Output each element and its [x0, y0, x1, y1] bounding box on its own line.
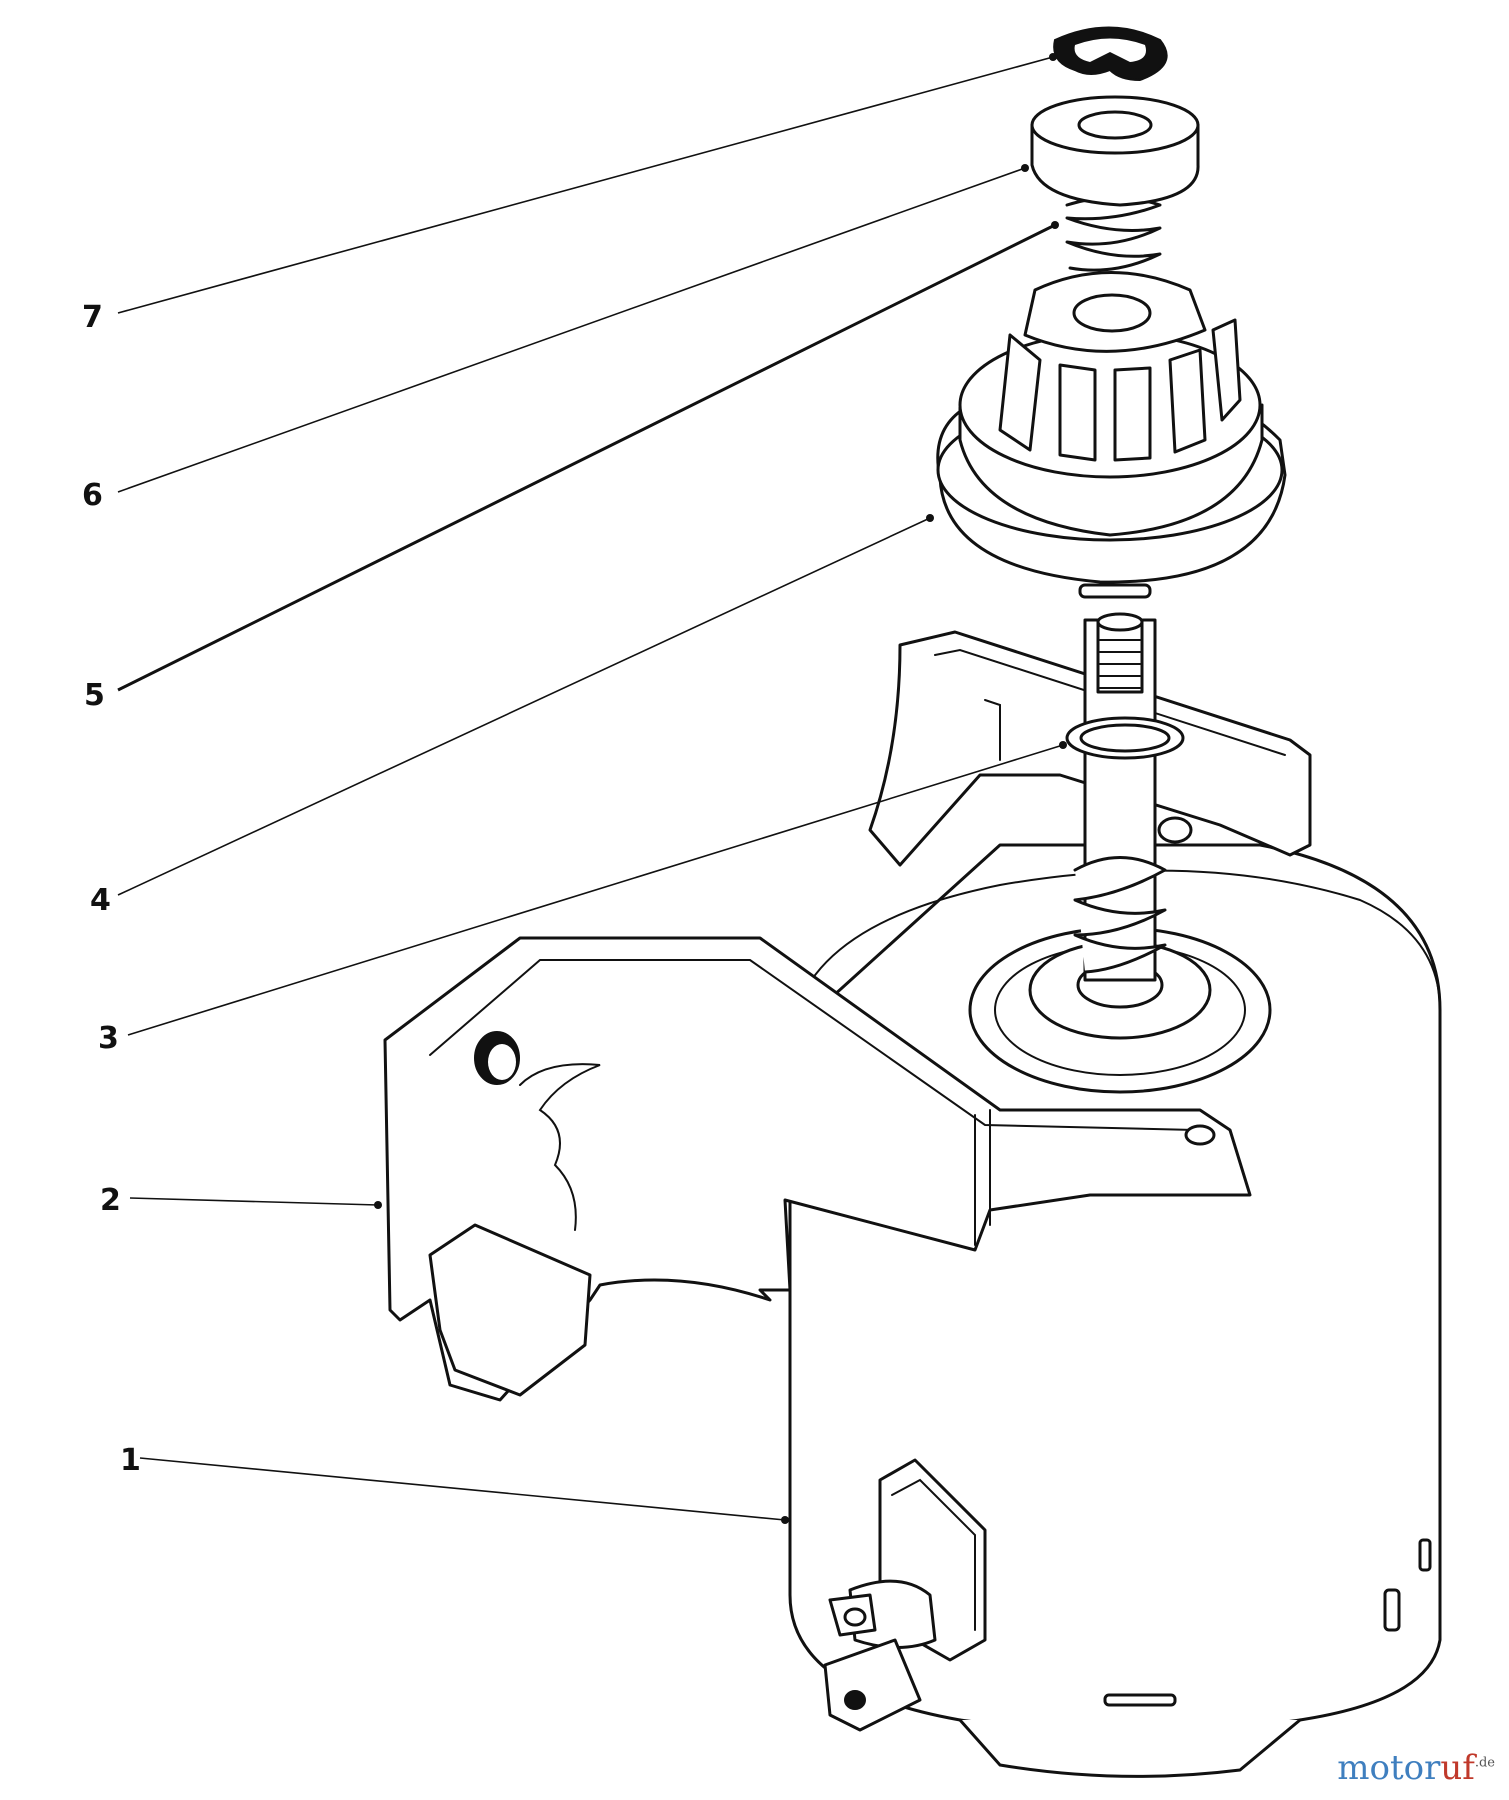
callout-5: 5 [84, 678, 105, 713]
callout-2: 2 [100, 1183, 121, 1218]
pinion-gear-drawing [936, 271, 1287, 599]
watermark-text-part2: uf [1440, 1748, 1475, 1788]
callout-4: 4 [90, 883, 111, 918]
watermark-text-part1: motor [1337, 1748, 1441, 1788]
callout-3: 3 [98, 1021, 119, 1056]
clip-drawing [1053, 26, 1168, 82]
washer-drawing [1065, 716, 1185, 760]
callout-6: 6 [82, 478, 103, 513]
callout-7: 7 [82, 300, 103, 335]
leader-lines [117, 53, 1067, 1524]
starter-motor-drawing [788, 843, 1442, 1778]
watermark-logo: motoruf.de [1337, 1748, 1495, 1788]
callout-numbers: 7 6 5 4 3 2 1 [82, 300, 141, 1478]
retainer-cup-drawing [1030, 95, 1200, 207]
watermark-tld: .de [1474, 1755, 1495, 1771]
shaft-assembly-drawing [968, 612, 1272, 1094]
spring-drawing [1065, 196, 1162, 272]
callout-1: 1 [120, 1443, 141, 1478]
